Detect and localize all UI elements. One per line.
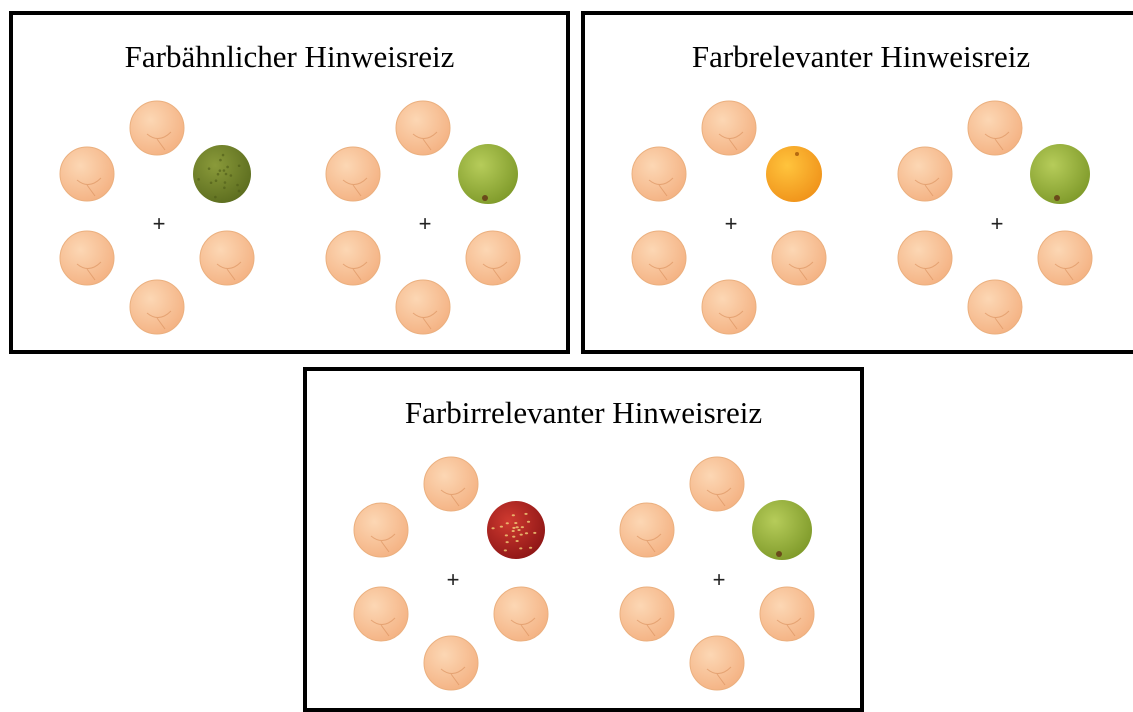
distractor-orb [967,100,1023,156]
search-display-pair: ++ [59,100,521,335]
distractor-orb [423,635,479,691]
distractor-orb [199,230,255,286]
distractor-orb [689,456,745,512]
panel-color-relevant-cue: Farbrelevanter Hinweisreiz ++ [581,11,1133,354]
distractor-orb [465,230,521,286]
distractor-orb [395,279,451,335]
distractor-orb [619,586,675,642]
panel-title: Farbähnlicher Hinweisreiz [124,39,455,74]
fixation-cross: + [991,211,1004,236]
distractor-orb [353,586,409,642]
distractor-orb [1037,230,1093,286]
green-apple-icon [458,144,518,204]
distractor-orb [59,230,115,286]
distractor-orb [631,230,687,286]
distractor-orb [325,230,381,286]
fixation-cross: + [725,211,738,236]
distractor-orb [701,100,757,156]
distractor-orb [353,502,409,558]
distractor-orb [967,279,1023,335]
distractor-orb [897,230,953,286]
green-apple-icon [752,500,812,560]
panel-title: Farbirrelevanter Hinweisreiz [404,395,763,430]
distractor-orb [129,100,185,156]
fixation-cross: + [447,567,460,592]
search-display-pair: ++ [631,100,1093,335]
orange-fruit-icon [766,146,822,202]
panel-color-similar-cue: Farbähnlicher Hinweisreiz ++ [9,11,570,354]
distractor-orb [493,586,549,642]
panel-color-irrelevant-cue: Farbirrelevanter Hinweisreiz ++ [303,367,864,712]
distractor-orb [771,230,827,286]
green-apple-icon [1030,144,1090,204]
fixation-cross: + [153,211,166,236]
panel-title: Farbrelevanter Hinweisreiz [691,39,1031,74]
distractor-orb [325,146,381,202]
green-lime-icon [193,145,251,203]
distractor-orb [423,456,479,512]
fixation-cross: + [419,211,432,236]
strawberry-icon [487,501,545,559]
distractor-orb [59,146,115,202]
distractor-orb [619,502,675,558]
fixation-cross: + [713,567,726,592]
distractor-orb [129,279,185,335]
distractor-orb [701,279,757,335]
distractor-orb [689,635,745,691]
search-display-pair: ++ [353,456,815,691]
distractor-orb [631,146,687,202]
distractor-orb [395,100,451,156]
distractor-orb [897,146,953,202]
distractor-orb [759,586,815,642]
